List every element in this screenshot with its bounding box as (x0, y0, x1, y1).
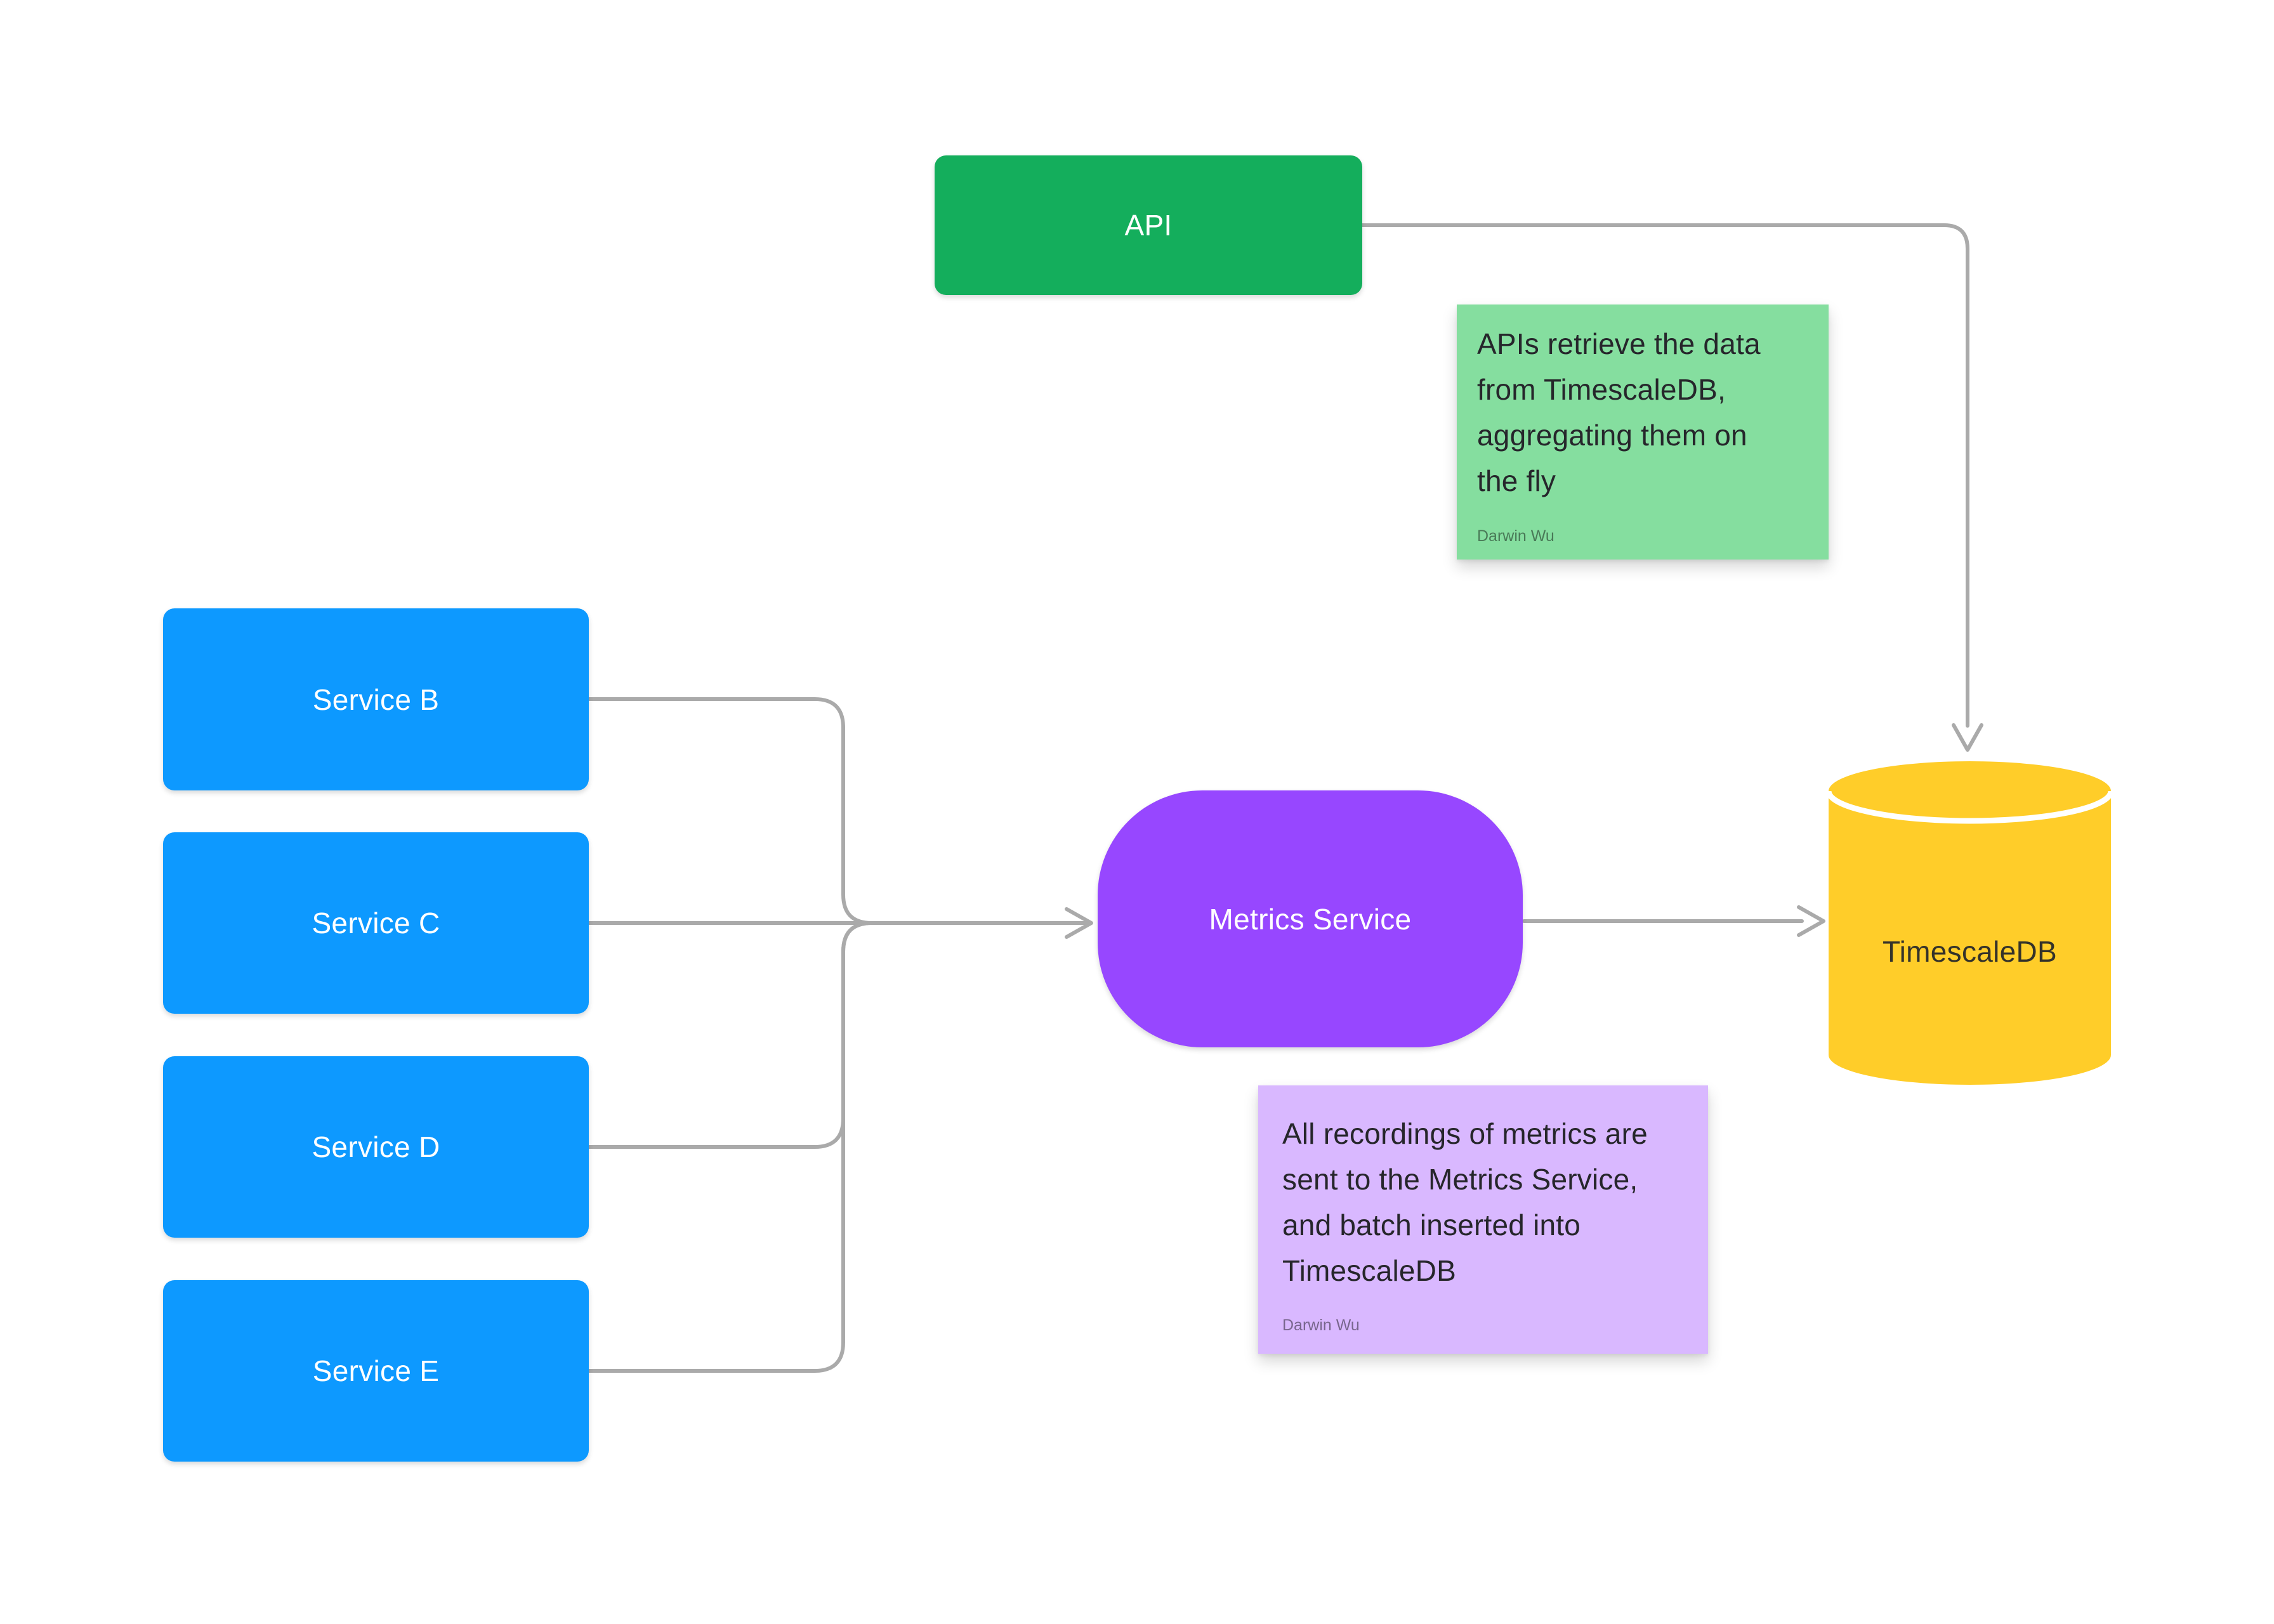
cylinder-lid-arc (1825, 790, 2114, 824)
sticky-note-text: All recordings of metrics are sent to th… (1282, 1117, 1648, 1287)
metrics-service-label: Metrics Service (1209, 902, 1412, 936)
connector-api-to-timescaledb[interactable] (1360, 223, 1969, 728)
sticky-note-author: Darwin Wu (1477, 527, 1554, 545)
api-label: API (1124, 209, 1173, 242)
service-e-node[interactable]: Service E (163, 1280, 589, 1462)
timescaledb-label: TimescaleDB (1829, 934, 2111, 969)
timescaledb-label-text: TimescaleDB (1882, 935, 2058, 968)
arrowhead-icon (1065, 907, 1093, 939)
service-c-label: Service C (312, 907, 440, 940)
api-node[interactable]: API (935, 155, 1362, 295)
arrowhead-icon (1797, 905, 1825, 937)
timescaledb-node[interactable] (1825, 761, 2114, 1085)
service-d-label: Service D (312, 1130, 440, 1163)
metrics-sticky-note[interactable]: All recordings of metrics are sent to th… (1258, 1085, 1708, 1354)
service-b-node[interactable]: Service B (163, 608, 589, 790)
database-cylinder-icon[interactable] (1829, 761, 2111, 1085)
api-sticky-note[interactable]: APIs retrieve the data from TimescaleDB,… (1457, 304, 1829, 560)
connector-service-e-to-metrics[interactable] (587, 921, 1088, 1373)
service-e-label: Service E (312, 1354, 440, 1387)
service-b-label: Service B (312, 683, 440, 716)
service-d-node[interactable]: Service D (163, 1056, 589, 1238)
sticky-note-text: APIs retrieve the data from TimescaleDB,… (1477, 327, 1761, 497)
connector-service-d-to-metrics[interactable] (587, 921, 1088, 1149)
arrowhead-icon (1952, 723, 1983, 752)
sticky-note-author: Darwin Wu (1282, 1316, 1360, 1334)
connector-service-b-to-metrics[interactable] (587, 697, 1088, 925)
metrics-service-node[interactable]: Metrics Service (1098, 790, 1523, 1047)
service-c-node[interactable]: Service C (163, 832, 589, 1014)
